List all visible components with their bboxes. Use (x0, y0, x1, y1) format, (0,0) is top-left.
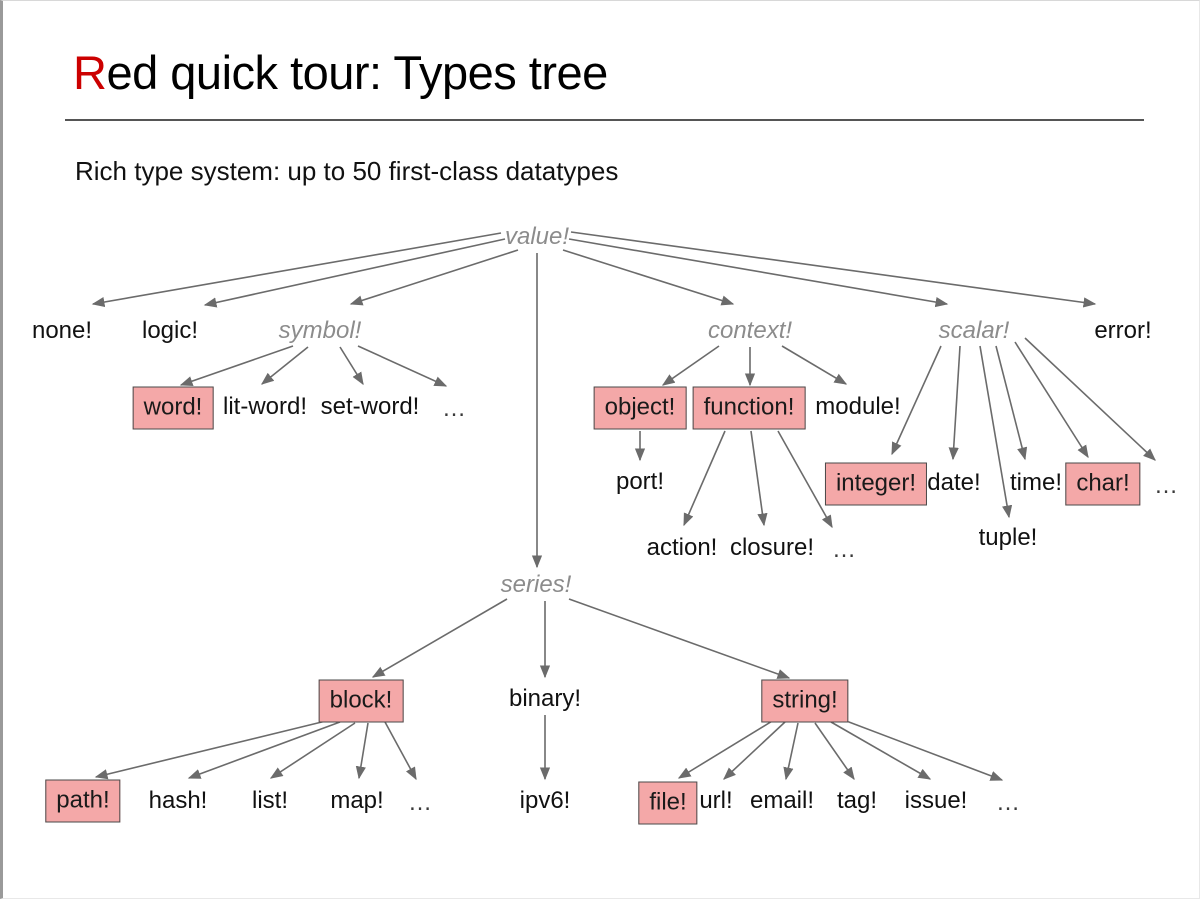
tree-edge (91, 232, 502, 308)
tree-node-scalar[interactable]: scalar! (938, 317, 1010, 344)
tree-node-context[interactable]: context! (707, 317, 793, 344)
tree-node-integer[interactable]: integer! (824, 462, 928, 506)
tree-node-symbol[interactable]: symbol! (278, 317, 362, 344)
tree-edge (94, 719, 331, 780)
tree-edge (723, 721, 786, 780)
types-tree-edges (91, 231, 1156, 781)
tree-edge (349, 249, 519, 306)
title-text: ed quick tour: Types tree (106, 46, 608, 99)
tree-edge (661, 345, 720, 386)
tree-node-file[interactable]: file! (638, 781, 698, 825)
tree-node-list[interactable]: list! (252, 787, 288, 814)
tree-edge (261, 346, 309, 385)
tree-node-path[interactable]: path! (45, 779, 121, 823)
tree-node-time[interactable]: time! (1009, 469, 1063, 496)
tree-node-module[interactable]: module! (815, 393, 901, 420)
tree-edge (179, 345, 294, 387)
tree-edge (339, 346, 364, 386)
tree-node-str-more[interactable]: … (996, 789, 1022, 816)
tree-node-tuple[interactable]: tuple! (978, 524, 1038, 551)
tree-edge (995, 345, 1028, 461)
tree-node-fn-more[interactable]: … (832, 536, 858, 563)
tree-edge (355, 722, 369, 780)
tree-edge (781, 345, 848, 385)
tree-node-ipv6[interactable]: ipv6! (519, 787, 571, 814)
tree-edge (677, 719, 775, 779)
tree-node-binary[interactable]: binary! (508, 685, 582, 712)
tree-edge (830, 721, 932, 780)
tree-node-port[interactable]: port! (615, 468, 665, 495)
tree-edge (269, 722, 356, 779)
edge-layer (91, 231, 1156, 781)
tree-edge (371, 598, 508, 678)
title-divider (65, 119, 1144, 121)
title-accent-letter: R (73, 46, 107, 99)
tree-edge (357, 345, 448, 387)
tree-node-issue[interactable]: issue! (904, 787, 968, 814)
tree-node-scal-more[interactable]: … (1154, 472, 1180, 499)
tree-node-hash[interactable]: hash! (148, 787, 208, 814)
tree-node-logic[interactable]: logic! (141, 317, 199, 344)
tree-node-object[interactable]: object! (593, 386, 687, 430)
page-title: Red quick tour: Types tree (73, 45, 608, 100)
tree-node-lit-word[interactable]: lit-word! (222, 393, 308, 420)
tree-node-map[interactable]: map! (330, 787, 384, 814)
tree-node-function[interactable]: function! (692, 386, 806, 430)
tree-edge (568, 598, 791, 679)
tree-edge (1024, 337, 1156, 461)
tree-node-series[interactable]: series! (500, 571, 572, 598)
tree-node-closure[interactable]: closure! (729, 534, 815, 561)
tree-edge (568, 238, 949, 308)
tree-node-word[interactable]: word! (132, 386, 214, 430)
tree-edge (948, 345, 961, 461)
subtitle: Rich type system: up to 50 first-class d… (75, 156, 619, 186)
tree-edge (750, 430, 768, 527)
tree-edge (203, 238, 506, 308)
tree-node-string[interactable]: string! (761, 679, 849, 723)
tree-edge (814, 722, 855, 781)
tree-node-set-word[interactable]: set-word! (320, 393, 420, 420)
tree-node-none[interactable]: none! (31, 317, 93, 344)
tree-edge (187, 721, 341, 779)
tree-node-tag[interactable]: tag! (836, 787, 878, 814)
tree-node-action[interactable]: action! (646, 534, 718, 561)
tree-edge (840, 718, 1004, 781)
tree-edge (777, 430, 833, 529)
tree-edge (570, 231, 1097, 308)
tree-node-block[interactable]: block! (318, 679, 404, 723)
tree-edge (1014, 341, 1089, 459)
tree-edge (562, 249, 735, 306)
tree-edge (384, 721, 417, 781)
tree-edge (891, 345, 942, 456)
tree-node-value[interactable]: value! (504, 223, 570, 250)
tree-edge (683, 430, 726, 527)
tree-node-date[interactable]: date! (927, 469, 981, 496)
tree-node-url[interactable]: url! (699, 787, 733, 814)
tree-edge (783, 722, 799, 781)
tree-edge (979, 345, 1013, 519)
tree-node-blk-more[interactable]: … (408, 789, 434, 816)
tree-node-error[interactable]: error! (1094, 317, 1152, 344)
tree-node-email[interactable]: email! (749, 787, 815, 814)
tree-node-sym-more[interactable]: … (442, 395, 468, 422)
tree-node-char[interactable]: char! (1065, 462, 1141, 506)
